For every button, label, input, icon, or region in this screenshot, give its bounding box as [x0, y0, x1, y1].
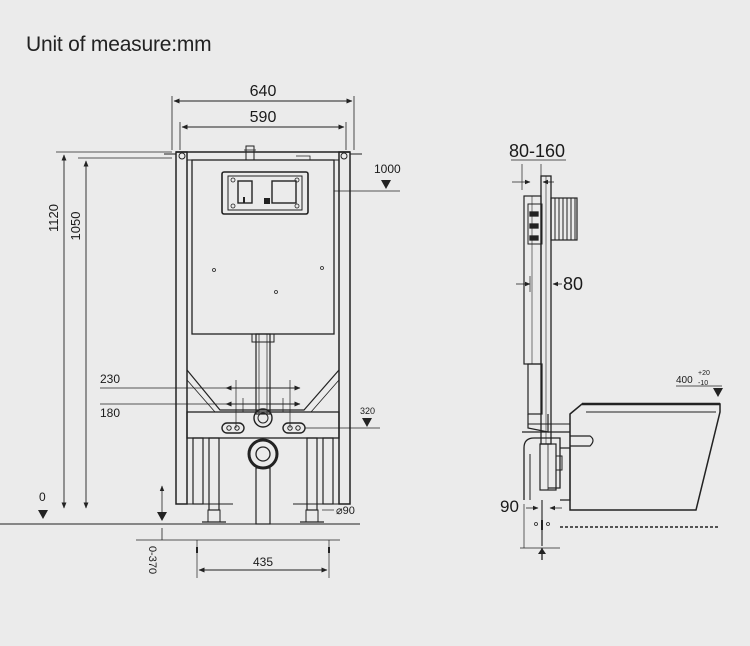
- unit-of-measure-title: Unit of measure:mm: [26, 33, 212, 56]
- flush-plate-opening: [221, 171, 309, 215]
- bottom-crossbar: [186, 411, 340, 439]
- dim-1120-label: 1120: [46, 204, 61, 232]
- drain-offset-label: 90: [500, 497, 519, 516]
- outlet-lower-label: 180: [100, 406, 120, 420]
- bowl-tol-minus-label: -10: [698, 380, 708, 387]
- bowl-height-marker: [713, 388, 723, 397]
- depth-range-label: 80-160: [509, 141, 565, 161]
- dim-1050-label: 1050: [68, 212, 83, 241]
- bowl-tol-plus-label: +20: [698, 370, 710, 377]
- flush-grille: [550, 197, 578, 241]
- bolt-height-label: 320: [360, 406, 375, 416]
- dim-640-label: 640: [250, 83, 277, 100]
- bowl-height-label: 400: [676, 375, 693, 386]
- flush-pipe: [255, 333, 271, 415]
- frame-left-post: [175, 151, 188, 505]
- button-height-label: 1000: [374, 162, 401, 176]
- dim-590-label: 590: [250, 109, 277, 126]
- floor-level-label: 0: [39, 490, 46, 504]
- level-markers: [38, 180, 391, 521]
- drain-pipe: [247, 438, 279, 470]
- outlet-upper-label: 230: [100, 372, 120, 386]
- dim-435-label: 435: [253, 555, 273, 569]
- button-height-marker: [381, 180, 391, 189]
- drain-diameter-label: ⌀90: [336, 505, 355, 517]
- foot-adjust-label: 0-370: [146, 546, 158, 574]
- front-view: [0, 96, 400, 578]
- cistern-body: [191, 159, 335, 335]
- frame-depth-label: 80: [563, 274, 583, 294]
- bolt-height-marker: [362, 418, 372, 427]
- bolt-slot-left: [221, 422, 245, 434]
- frame-right-post: [338, 151, 351, 505]
- bolt-slot-right: [282, 422, 306, 434]
- toilet-bowl: [569, 403, 721, 511]
- side-view: [511, 159, 722, 560]
- floor-level-marker: [38, 510, 48, 519]
